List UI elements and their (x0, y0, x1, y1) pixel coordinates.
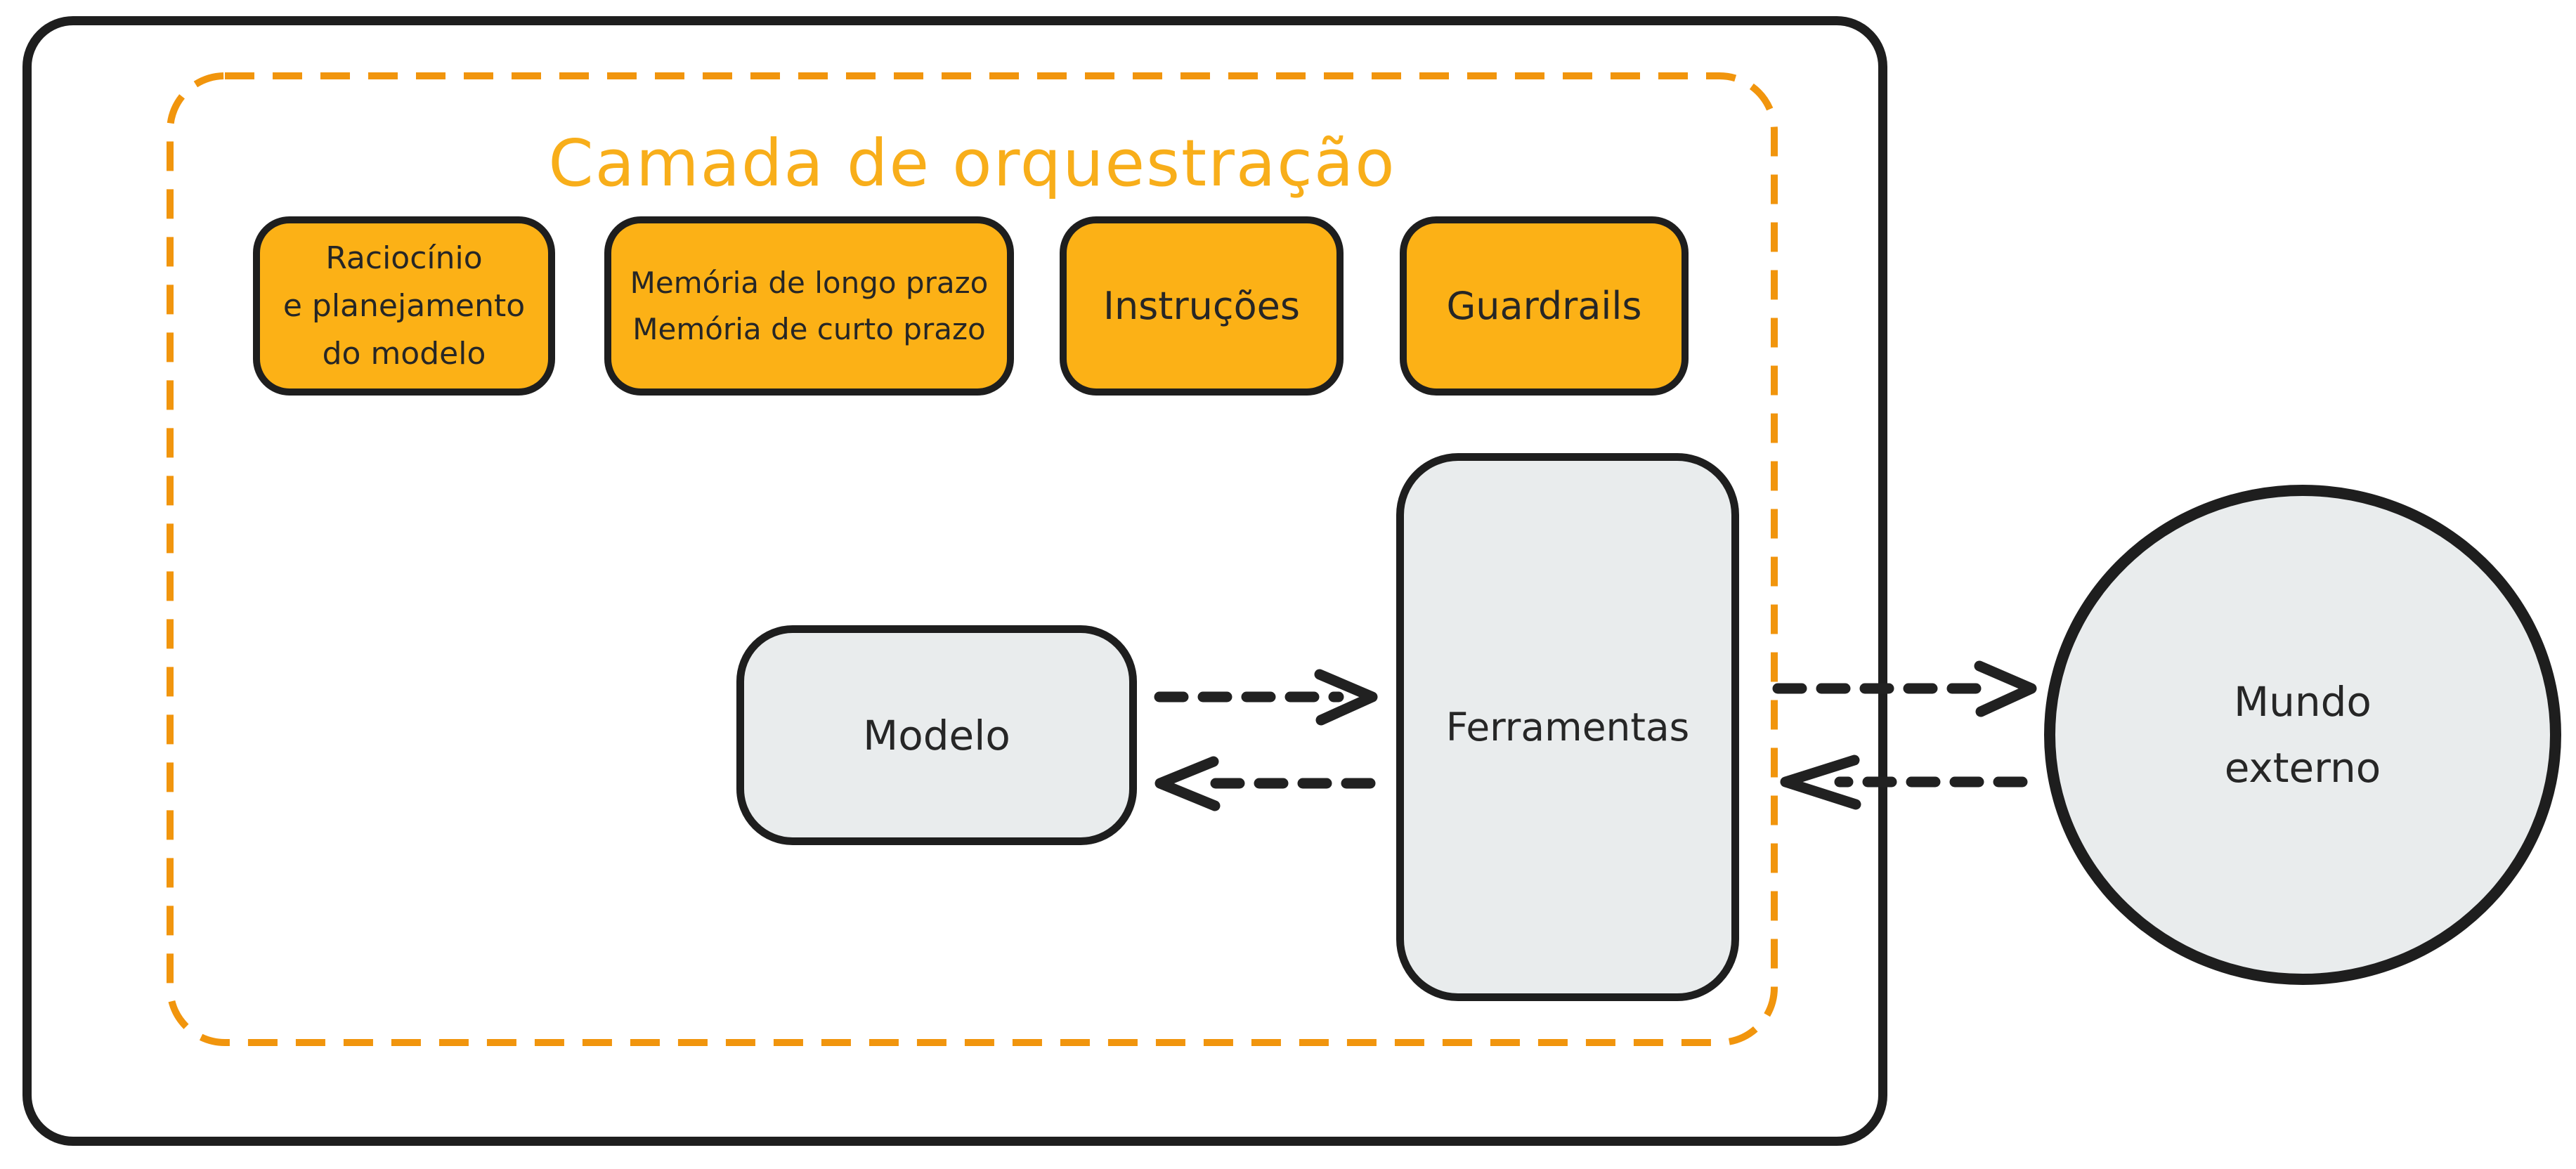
guardrails-box: Guardrails (1400, 216, 1689, 396)
reasoning-planning-label: Raciocínio e planejamento do modelo (282, 240, 526, 372)
model-node: Modelo (736, 625, 1137, 845)
guardrails-label: Guardrails (1446, 284, 1642, 328)
memory-label: Memória de longo prazo Memória de curto … (630, 265, 989, 346)
instructions-label: Instruções (1103, 284, 1300, 328)
tools-label: Ferramentas (1445, 705, 1690, 750)
memory-box: Memória de longo prazo Memória de curto … (604, 216, 1014, 396)
agent-frame (22, 16, 1887, 1146)
reasoning-planning-box: Raciocínio e planejamento do modelo (253, 216, 555, 396)
tools-node: Ferramentas (1396, 453, 1739, 1001)
model-label: Modelo (863, 711, 1010, 759)
orchestration-layer-title: Camada de orquestração (548, 126, 1396, 201)
instructions-box: Instruções (1060, 216, 1344, 396)
external-world-node: Mundo externo (2044, 485, 2561, 985)
external-world-label: Mundo externo (2224, 678, 2381, 792)
